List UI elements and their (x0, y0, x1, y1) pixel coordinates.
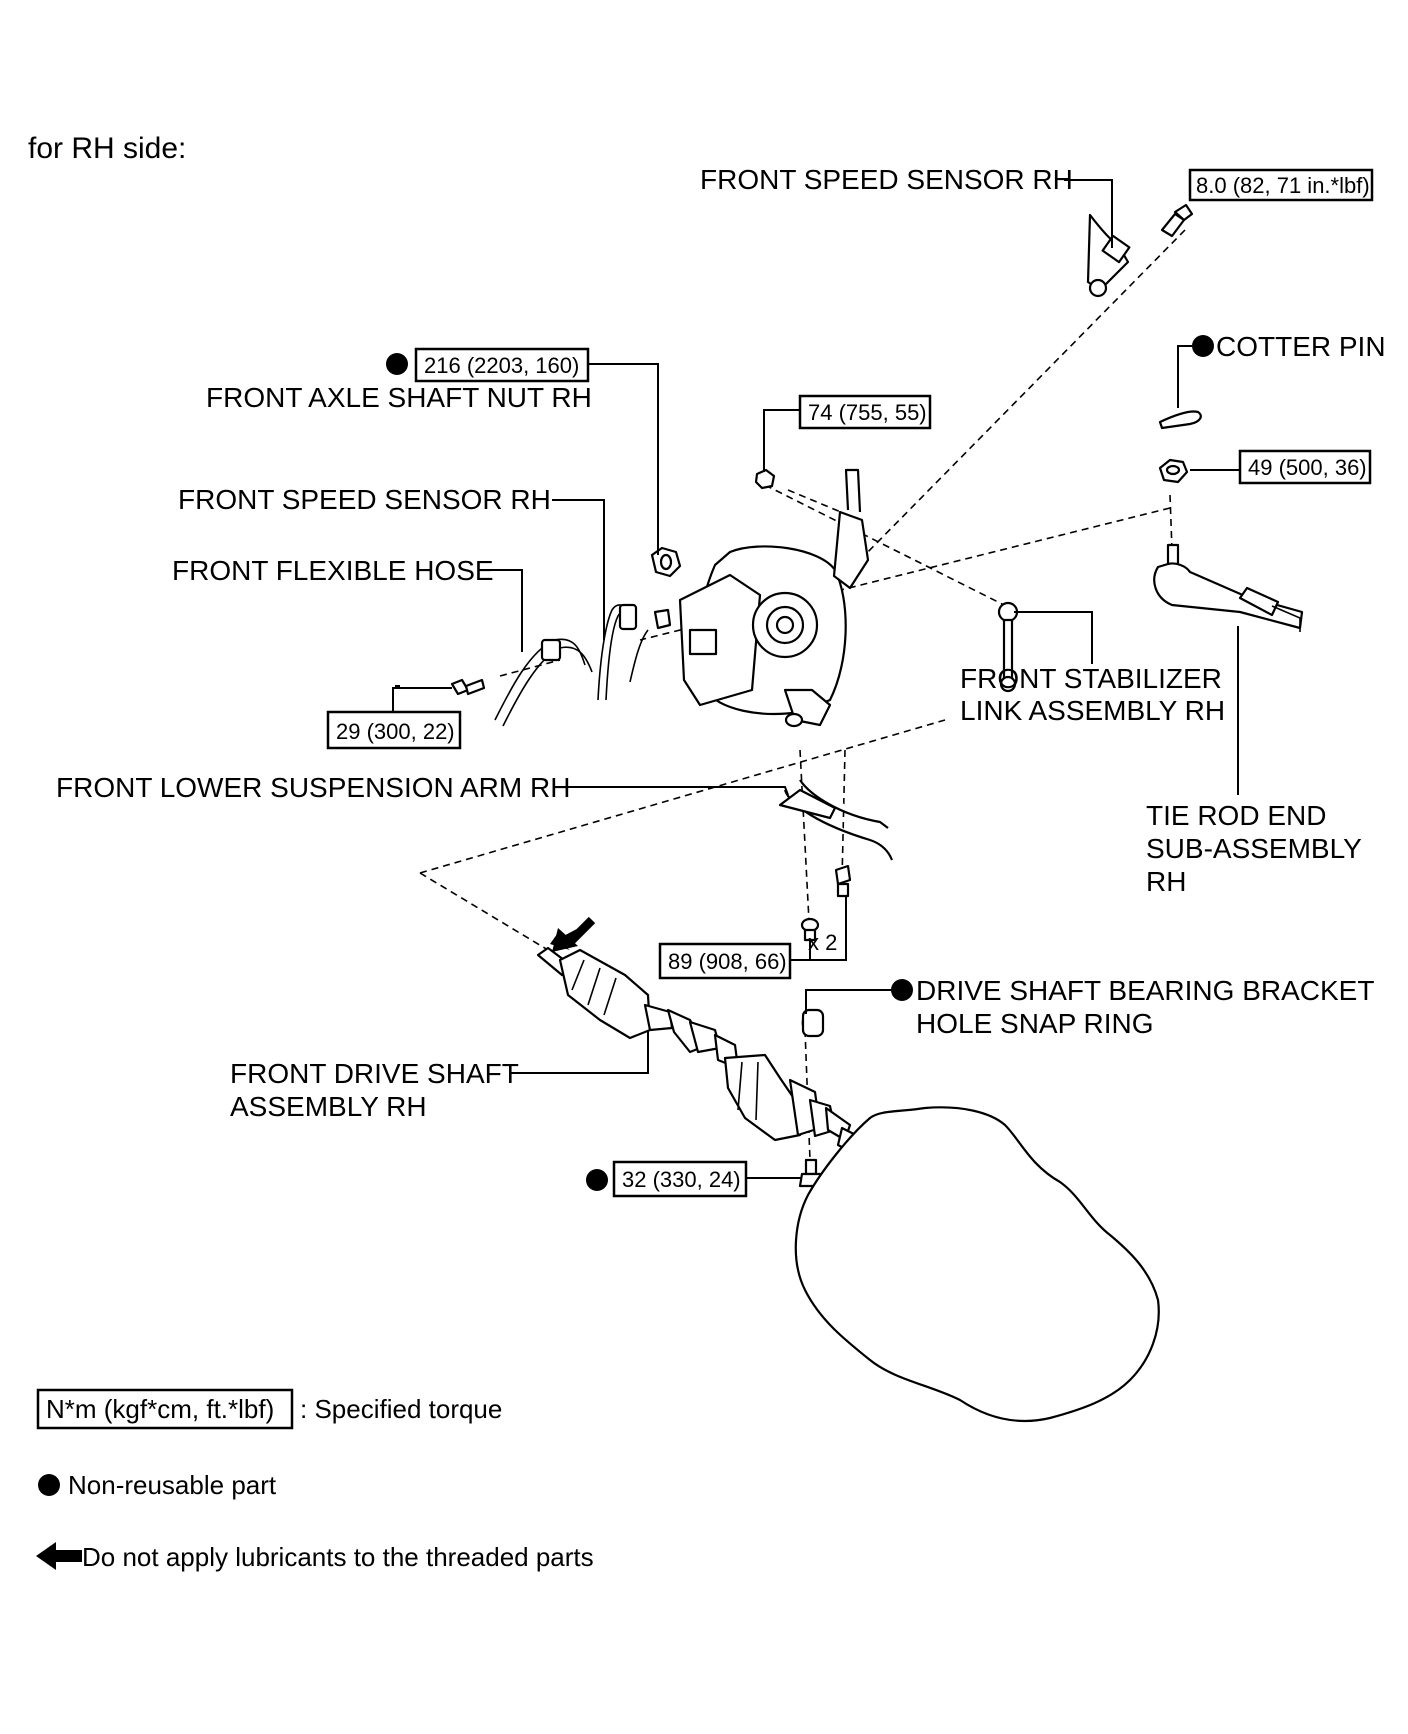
assembly-lines (419, 229, 1186, 1161)
label-snap-ring-line1: DRIVE SHAFT BEARING BRACKET (916, 975, 1374, 1006)
label-times-two: x 2 (808, 930, 837, 955)
legend-torque-unit: N*m (kgf*cm, ft.*lbf) (46, 1394, 274, 1424)
legend-non-reusable-dot (38, 1474, 60, 1496)
legend-torque-desc: : Specified torque (300, 1394, 502, 1424)
legend-torque-box (36, 1388, 294, 1430)
leader-lines (392, 179, 1240, 1179)
non-reusable-dot-snap-ring (891, 979, 913, 1001)
hose-bolt-part (450, 678, 486, 696)
torque-box-axle-nut (414, 347, 590, 383)
label-front-speed-sensor-top: FRONT SPEED SENSOR RH (700, 164, 1073, 195)
snap-ring-part (801, 1008, 825, 1038)
torque-speed-sensor-bolt: 8.0 (82, 71 in.*lbf) (1196, 173, 1370, 198)
torque-box-speed-sensor-bolt (1188, 168, 1374, 202)
label-stabilizer-link-line2: LINK ASSEMBLY RH (960, 695, 1225, 726)
torque-box-tie-rod-nut (1238, 449, 1372, 485)
legend-arrow-icon (36, 1542, 82, 1570)
label-tie-rod-line1: TIE ROD END (1146, 800, 1326, 831)
torque-box-lower-arm-bolt (658, 942, 792, 980)
steering-knuckle-hub-part (678, 468, 870, 728)
no-lubricant-arrow-head (552, 928, 578, 952)
sensor-harness-and-hose-part (494, 603, 672, 727)
label-snap-ring-line2: HOLE SNAP RING (916, 1008, 1154, 1039)
no-lubricant-arrow-shaft (566, 916, 596, 946)
torque-lower-arm-bolt: 89 (908, 66) (668, 949, 787, 974)
label-tie-rod-line3: RH (1146, 866, 1186, 897)
legend: N*m (kgf*cm, ft.*lbf) : Specified torque… (36, 1388, 594, 1572)
transaxle-outline (794, 1106, 1160, 1423)
side-title: for RH side: (28, 132, 186, 165)
front-axle-shaft-nut-part (650, 546, 682, 578)
legend-non-reusable: Non-reusable part (68, 1470, 277, 1500)
label-tie-rod-line2: SUB-ASSEMBLY (1146, 833, 1362, 864)
torque-box-knuckle-nut (798, 394, 932, 430)
torque-box-bearing-bracket-bolt (612, 1160, 748, 1198)
torque-axle-nut: 216 (2203, 160) (424, 353, 579, 378)
non-reusable-dot-axle-nut (386, 353, 408, 375)
label-cotter-pin: COTTER PIN (1216, 331, 1386, 362)
non-reusable-dot-cotter-pin (1192, 335, 1214, 357)
label-front-flexible-hose: FRONT FLEXIBLE HOSE (172, 555, 494, 586)
legend-no-lubricant: Do not apply lubricants to the threaded … (82, 1542, 594, 1572)
label-front-axle-shaft-nut: FRONT AXLE SHAFT NUT RH (206, 382, 592, 413)
torque-box-hose-bolt (326, 710, 462, 750)
knuckle-nut-part (754, 468, 776, 490)
label-stabilizer-link-line1: FRONT STABILIZER (960, 663, 1222, 694)
tie-rod-nut-part (1158, 458, 1189, 484)
cotter-pin-part (1158, 410, 1202, 430)
torque-bearing-bracket-bolt: 32 (330, 24) (622, 1167, 741, 1192)
torque-hose-bolt: 29 (300, 22) (336, 719, 455, 744)
label-drive-shaft-line1: FRONT DRIVE SHAFT (230, 1058, 519, 1089)
lower-arm-bolts-part (800, 864, 852, 942)
front-lower-suspension-arm-part (778, 779, 894, 861)
label-drive-shaft-line2: ASSEMBLY RH (230, 1091, 427, 1122)
label-front-speed-sensor-left: FRONT SPEED SENSOR RH (178, 484, 551, 515)
torque-tie-rod-nut: 49 (500, 36) (1248, 455, 1367, 480)
torque-knuckle-nut: 74 (755, 55) (808, 400, 927, 425)
tie-rod-end-part (1153, 543, 1304, 632)
label-front-lower-suspension-arm: FRONT LOWER SUSPENSION ARM RH (56, 772, 570, 803)
speed-sensor-bolt-part (1160, 203, 1194, 238)
front-speed-sensor-top-part (1086, 213, 1131, 298)
non-reusable-dot-bearing-bracket-bolt (586, 1169, 608, 1191)
